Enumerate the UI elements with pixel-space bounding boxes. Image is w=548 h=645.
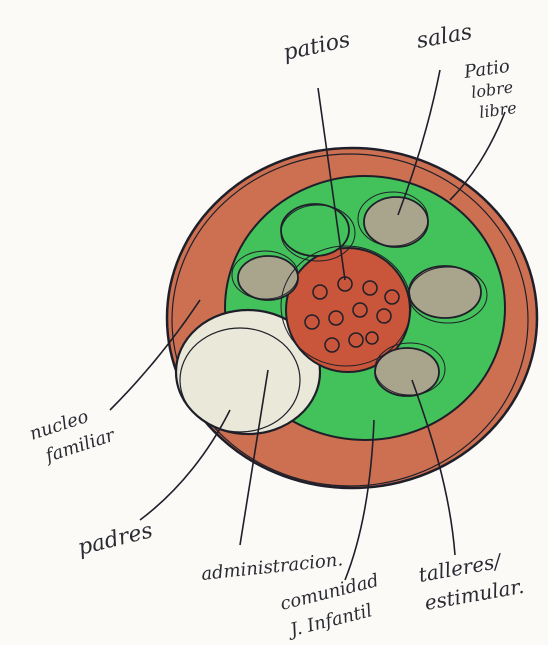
label-patios: patios — [281, 27, 352, 66]
room — [409, 266, 481, 318]
label-patio-libre-3: libre — [478, 98, 518, 122]
room — [375, 348, 439, 396]
room — [238, 256, 298, 300]
label-salas: salas — [415, 20, 474, 54]
label-padres: padres — [75, 518, 155, 561]
label-administracion: administracion. — [200, 549, 344, 585]
room — [364, 197, 428, 247]
room — [281, 204, 349, 256]
